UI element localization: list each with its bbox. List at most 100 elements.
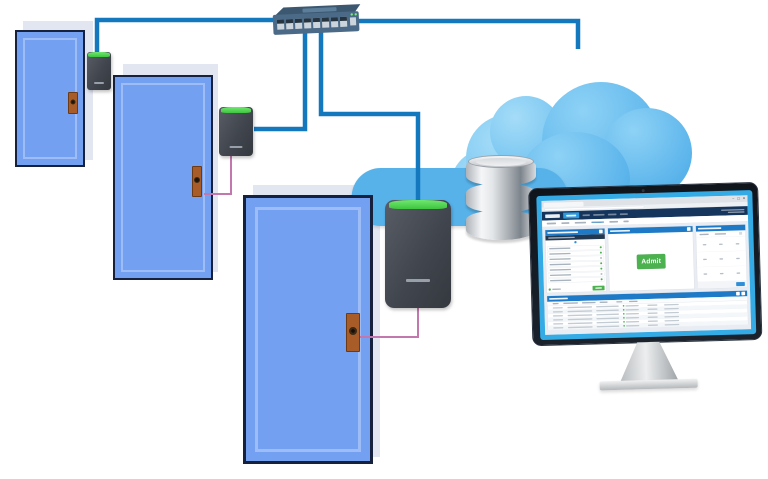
card-reader-1 [87,52,111,90]
monitor-screen: – ▢ ✕ [536,190,757,341]
event-status-icon [622,308,625,311]
toolbar-item [574,221,587,224]
events-table-body [547,300,748,331]
reader-3-led-icon [388,200,448,209]
event-status-icon [622,312,625,315]
monitor-base [599,378,698,391]
door-status-icon [599,251,602,254]
keypad-cell [696,237,714,253]
browser-window: – ▢ ✕ [541,195,752,335]
nav-item [582,214,590,216]
event-status-icon [622,304,625,307]
panel-title [549,297,568,300]
door-list-panel [544,228,607,294]
status-icon [548,288,551,291]
reader-1-led-icon [88,52,110,57]
database-disk [466,155,536,186]
monitor-bezel: – ▢ ✕ [528,181,763,347]
toolbar-item [546,222,557,225]
keypad-cell [696,251,714,268]
switch-brand-mark [302,7,337,13]
keypad-ok-button [736,281,745,287]
door-3-knob [349,326,357,335]
door-status-icon [600,272,603,275]
close-icon: ✕ [742,196,746,201]
admit-panel: Admit [607,225,695,292]
ethernet-cable-reader1-switch [94,17,273,53]
ethernet-cable-reader2-switch [254,32,308,132]
reader-3-brand-mark [406,279,430,282]
door-list-item [547,276,605,284]
app-logo [545,213,560,219]
keypad-footer [697,280,747,289]
nav-item-active [563,212,580,219]
admit-button: Admit [636,253,666,270]
ethernet-cable-switch-cloud [357,18,581,49]
switch-ports [276,13,357,30]
event-status-icon [623,320,625,323]
keypad-cell [729,236,746,252]
database-disk [466,183,536,213]
panel-title [547,231,579,234]
keypad-cell [713,251,730,267]
keypad-cell [712,236,730,252]
column-header [581,301,596,304]
door-1-handle [68,92,78,114]
keypad-cell [729,265,747,282]
keypad-grid [696,236,747,282]
monitor-stand [619,341,678,382]
nav-item [593,213,605,216]
door-2-handle [192,166,202,197]
toolbar-item [561,222,570,225]
monitor: – ▢ ✕ [528,181,768,400]
network-switch [272,4,361,35]
door-2-knob [194,177,200,184]
apply-button [592,285,605,291]
event-status-icon [623,324,625,327]
card-reader-2 [219,107,253,156]
keypad-cell [713,266,731,282]
database-disk-top [468,155,534,168]
panel-title [697,227,722,230]
reader-2-led-icon [221,107,251,113]
keypad-cell [697,266,714,282]
card-reader-3 [385,200,451,308]
user-info [721,208,745,213]
add-icon [574,240,577,244]
nav-item [619,213,628,215]
column-header [552,302,559,305]
panel-header-icon [686,227,691,231]
column-header [628,300,638,303]
door-list-footer [547,284,606,292]
webcam-icon [641,189,645,193]
door-1-knob [70,99,76,105]
nav-item [607,213,617,216]
database-disk [466,210,536,240]
column-header [599,301,608,304]
table-header-icon [741,291,746,296]
table-header-icon [736,291,740,296]
door-status-icon [600,278,603,281]
app-content: Admit [542,222,751,333]
panel-header-icon [598,229,603,234]
minimize-icon: – [732,196,735,201]
door-list [546,244,606,287]
toolbar-item [623,220,629,223]
window-controls: – ▢ ✕ [732,195,745,202]
keypad-cell [729,251,747,267]
door-status-icon [600,267,603,270]
keypad-panel [695,224,748,289]
door-status-icon [600,256,603,259]
toolbar-item-active [591,221,605,224]
reader-1-brand-mark [94,82,104,84]
panel-title [609,229,630,233]
column-header [563,302,578,305]
maximize-icon: ▢ [736,196,741,201]
column-header [616,301,623,303]
door-status-icon [599,246,602,249]
door-status-icon [600,262,603,265]
toolbar-item [609,220,619,223]
door-3-handle [346,313,360,352]
reader-2-brand-mark [229,146,243,148]
